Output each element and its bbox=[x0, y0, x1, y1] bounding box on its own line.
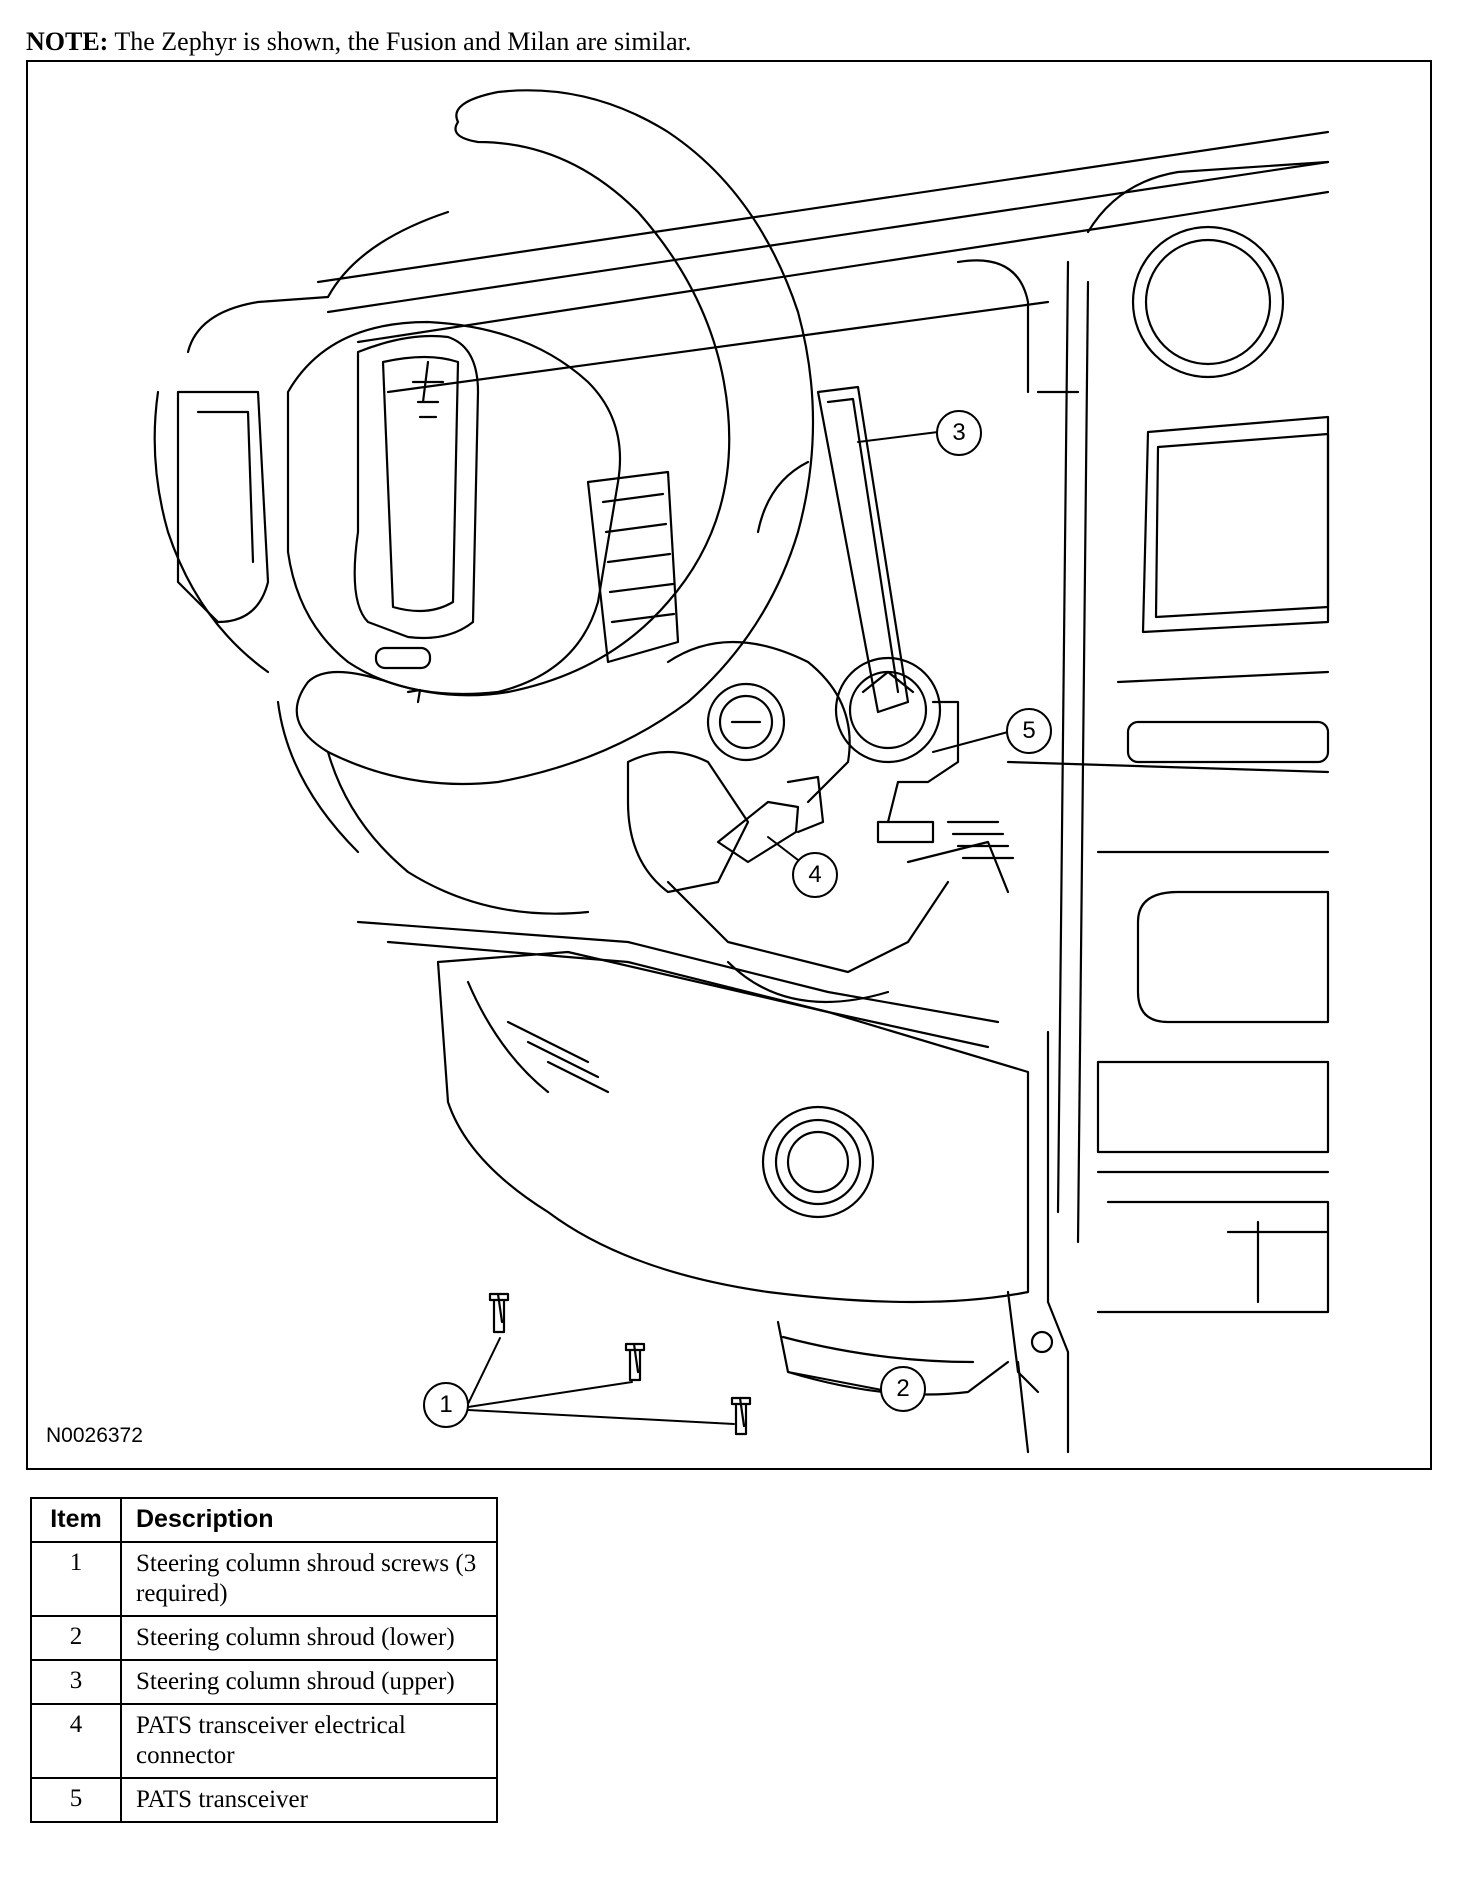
pats-connector bbox=[716, 775, 825, 864]
leader-lines bbox=[467, 431, 1009, 1425]
figure-id: N0026372 bbox=[46, 1424, 143, 1447]
callout-5: 5 bbox=[1006, 708, 1052, 754]
note-line: NOTE: The Zephyr is shown, the Fusion an… bbox=[26, 26, 691, 58]
callout-4: 4 bbox=[792, 852, 838, 898]
legend-item-description: PATS transceiver electrical connector bbox=[120, 1703, 498, 1779]
legend-table: Item Description 1 Steering column shrou… bbox=[30, 1497, 498, 1823]
pats-transceiver bbox=[834, 656, 960, 844]
steering-wheel bbox=[153, 89, 815, 915]
legend-header-description: Description bbox=[120, 1497, 498, 1543]
table-row: 2 Steering column shroud (lower) bbox=[30, 1615, 498, 1661]
legend-item-number: 2 bbox=[30, 1615, 122, 1661]
illustration-frame: 1 2 3 4 5 N0026372 bbox=[26, 60, 1432, 1470]
legend-header-item: Item bbox=[30, 1497, 122, 1543]
legend-item-number: 3 bbox=[30, 1659, 122, 1705]
callout-2: 2 bbox=[880, 1366, 926, 1412]
table-row: 1 Steering column shroud screws (3 requi… bbox=[30, 1541, 498, 1617]
dashboard-outline bbox=[316, 130, 1330, 1049]
legend-item-number: 5 bbox=[30, 1777, 122, 1823]
legend-item-number: 4 bbox=[30, 1703, 122, 1779]
note-text: The Zephyr is shown, the Fusion and Mila… bbox=[108, 27, 692, 56]
side-trim bbox=[1016, 1030, 1070, 1454]
table-row: 4 PATS transceiver electrical connector bbox=[30, 1703, 498, 1779]
note-label: NOTE: bbox=[26, 27, 109, 56]
legend-header-row: Item Description bbox=[30, 1497, 498, 1543]
table-row: 5 PATS transceiver bbox=[30, 1777, 498, 1823]
steering-column-illustration bbox=[153, 89, 1330, 1454]
upper-shroud bbox=[756, 385, 910, 714]
legend-item-description: PATS transceiver bbox=[120, 1777, 498, 1823]
legend-item-description: Steering column shroud (upper) bbox=[120, 1659, 498, 1705]
legend-item-description: Steering column shroud (lower) bbox=[120, 1615, 498, 1661]
legend-item-number: 1 bbox=[30, 1541, 122, 1617]
legend-item-description: Steering column shroud screws (3 require… bbox=[120, 1541, 498, 1617]
table-row: 3 Steering column shroud (upper) bbox=[30, 1659, 498, 1705]
callout-3: 3 bbox=[936, 410, 982, 456]
callout-1: 1 bbox=[423, 1382, 469, 1428]
shroud-screws bbox=[488, 1292, 752, 1436]
center-stack bbox=[1056, 160, 1330, 1314]
steering-column-assembly bbox=[626, 641, 1015, 1004]
lower-shroud bbox=[436, 950, 1040, 1396]
